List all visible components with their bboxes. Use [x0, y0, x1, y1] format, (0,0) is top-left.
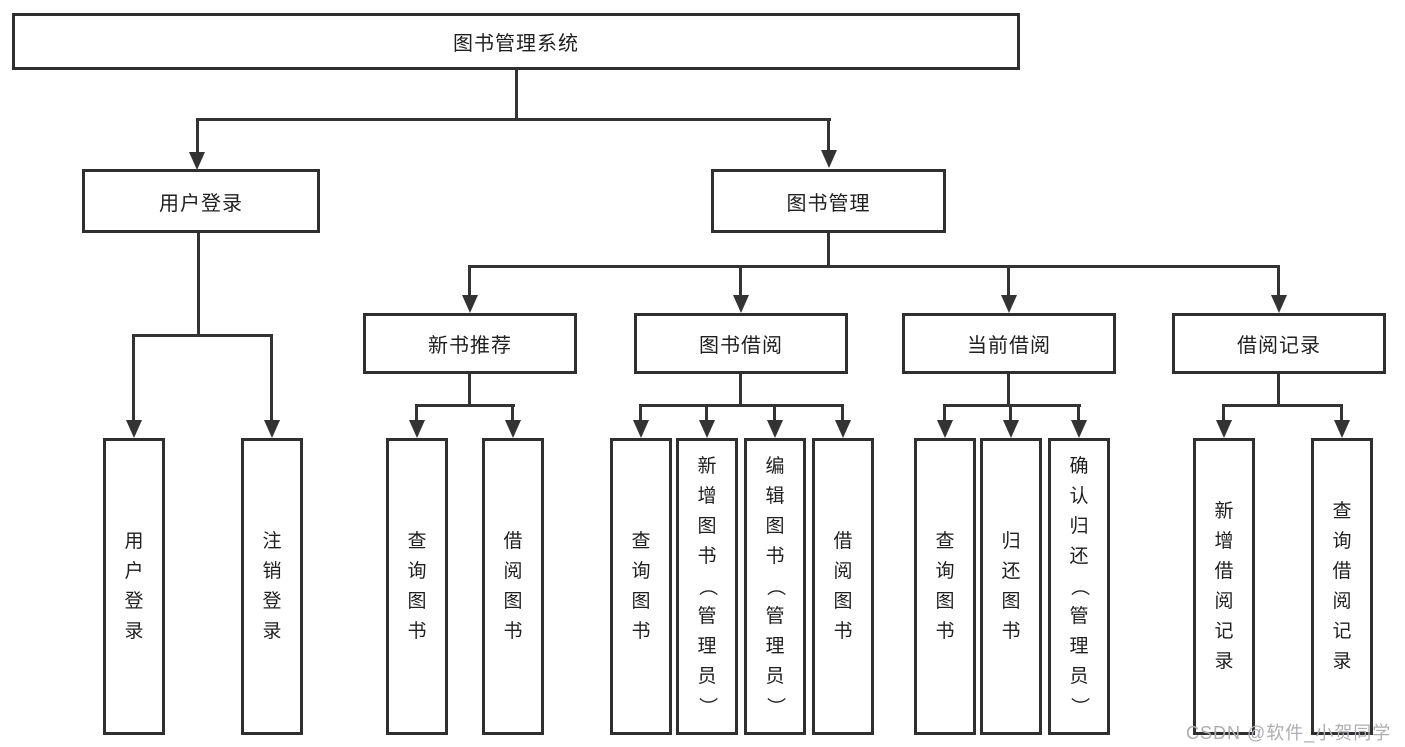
connector-line	[132, 334, 273, 337]
arrow-down-icon	[1003, 420, 1019, 438]
arrow-down-icon	[1001, 295, 1017, 313]
leaf-add-books-admin: 新增图书（管理员）	[676, 438, 738, 735]
arrow-down-icon	[1271, 295, 1287, 313]
leaf-logout: 注销登录	[241, 438, 303, 735]
watermark-text: CSDN @软件_小贺同学	[1186, 723, 1392, 743]
leaf-borrow-books-recommend: 借阅图书	[482, 438, 544, 735]
leaf-query-borrow-record: 查询借阅记录	[1311, 438, 1373, 735]
connector-line	[468, 265, 1280, 268]
connector-line	[1077, 404, 1080, 422]
connector-line	[196, 118, 199, 154]
connector-line	[132, 334, 135, 422]
arrow-down-icon	[699, 420, 715, 438]
connector-line	[739, 374, 742, 407]
leaf-add-borrow-record: 新增借阅记录	[1193, 438, 1255, 735]
node-book-borrowing: 图书借阅	[634, 313, 848, 374]
connector-line	[639, 404, 642, 422]
leaf-return-books: 归还图书	[980, 438, 1042, 735]
connector-line	[468, 265, 471, 297]
connector-line	[197, 233, 200, 336]
leaf-borrow-books-borrowing: 借阅图书	[812, 438, 874, 735]
arrow-down-icon	[633, 420, 649, 438]
connector-line	[705, 404, 708, 422]
arrow-down-icon	[189, 152, 205, 170]
connector-line	[827, 233, 830, 267]
arrow-down-icon	[126, 420, 142, 438]
connector-line	[1222, 404, 1343, 407]
node-book-management: 图书管理	[711, 169, 946, 233]
connector-line	[515, 70, 518, 118]
connector-line	[827, 118, 830, 152]
node-current-borrowing: 当前借阅	[902, 313, 1116, 374]
leaf-query-books-borrowing: 查询图书	[610, 438, 672, 735]
leaf-edit-books-admin: 编辑图书（管理员）	[744, 438, 806, 735]
node-new-book-recommend: 新书推荐	[363, 313, 577, 374]
leaf-user-login: 用户登录	[103, 438, 165, 735]
arrow-down-icon	[821, 150, 837, 168]
connector-line	[943, 404, 946, 422]
leaf-query-books-current: 查询图书	[914, 438, 976, 735]
arrow-down-icon	[733, 295, 749, 313]
connector-line	[739, 265, 742, 297]
connector-line	[1340, 404, 1343, 422]
connector-line	[1007, 265, 1010, 297]
connector-line	[415, 404, 418, 422]
arrow-down-icon	[937, 420, 953, 438]
connector-line	[1222, 404, 1225, 422]
connector-line	[196, 118, 831, 121]
connector-line	[270, 334, 273, 422]
arrow-down-icon	[462, 295, 478, 313]
arrow-down-icon	[767, 420, 783, 438]
connector-line	[639, 404, 844, 407]
connector-line	[1277, 265, 1280, 297]
node-user-login: 用户登录	[82, 169, 320, 233]
connector-line	[943, 404, 1081, 407]
connector-line	[773, 404, 776, 422]
connector-line	[511, 404, 514, 422]
arrow-down-icon	[1071, 420, 1087, 438]
node-library-system: 图书管理系统	[12, 13, 1020, 70]
arrow-down-icon	[264, 420, 280, 438]
arrow-down-icon	[1334, 420, 1350, 438]
leaf-confirm-return-admin: 确认归还（管理员）	[1048, 438, 1110, 735]
connector-line	[415, 404, 515, 407]
connector-line	[1277, 374, 1280, 407]
leaf-query-books-recommend: 查询图书	[386, 438, 448, 735]
arrow-down-icon	[835, 420, 851, 438]
connector-line	[841, 404, 844, 422]
arrow-down-icon	[505, 420, 521, 438]
node-borrowing-records: 借阅记录	[1172, 313, 1386, 374]
connector-line	[1007, 374, 1010, 407]
connector-line	[1009, 404, 1012, 422]
connector-line	[468, 374, 471, 407]
arrow-down-icon	[1216, 420, 1232, 438]
arrow-down-icon	[409, 420, 425, 438]
